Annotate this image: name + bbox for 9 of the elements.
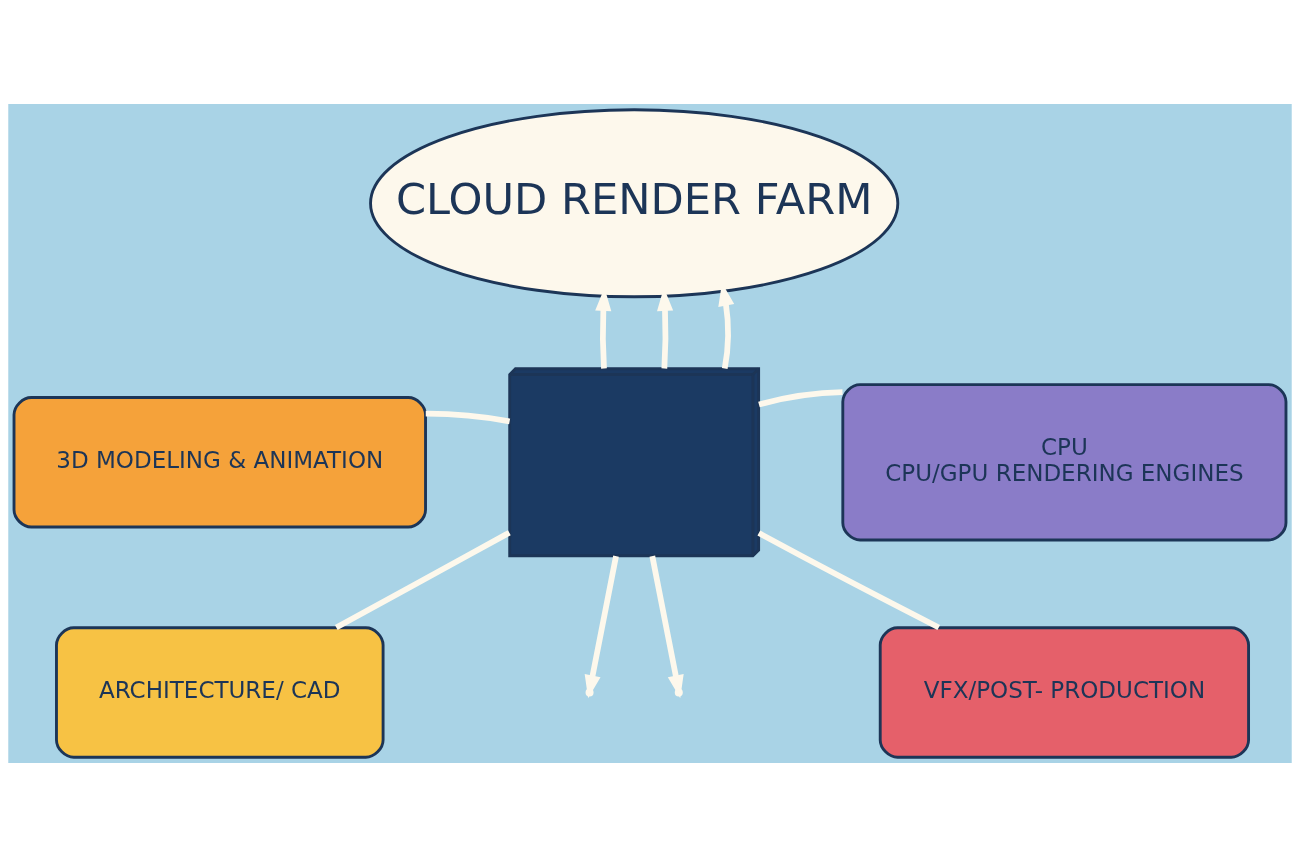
connector [425, 410, 511, 425]
node-box: CPU CPU/GPU RENDERING ENGINES [841, 383, 1288, 542]
node-box: VFX/POST- PRODUCTION [878, 626, 1250, 759]
connector [334, 530, 511, 631]
node-box: 3D MODELING & ANIMATION [12, 396, 427, 529]
connector [758, 389, 843, 408]
connector [757, 530, 941, 631]
node-ellipse: CLOUD RENDER FARM [369, 108, 900, 299]
node-box: ARCHITECTURE/ CAD [55, 626, 385, 759]
